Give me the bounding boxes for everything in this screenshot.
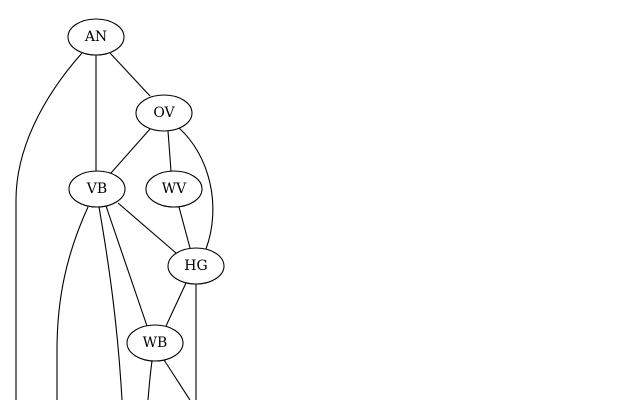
- edge-ov-vb: [110, 128, 151, 174]
- nodes-layer: AN OV VB WV HG WB: [67, 18, 225, 362]
- node-ov: OV: [135, 94, 193, 132]
- edge-vb-offscreen-a: [56, 206, 89, 400]
- edge-wv-hg: [178, 206, 191, 249]
- node-label: AN: [84, 29, 107, 45]
- node-shape: [135, 94, 193, 132]
- node-an: AN: [67, 18, 125, 56]
- node-label: WB: [143, 335, 168, 351]
- edge-an-ov: [109, 52, 151, 97]
- node-shape: [145, 170, 203, 208]
- edge-vb-wb: [105, 205, 148, 327]
- edge-vb-offscreen-b: [98, 206, 123, 400]
- edge-ov-hg: [178, 127, 214, 250]
- node-shape: [167, 247, 225, 285]
- edge-an-offscreen-left: [15, 52, 83, 400]
- node-wb: WB: [126, 324, 184, 362]
- node-label: OV: [153, 105, 175, 121]
- node-label: HG: [184, 258, 207, 274]
- node-label: VB: [86, 181, 107, 197]
- edge-wb-offscreen-d: [147, 360, 153, 400]
- node-shape: [68, 170, 126, 208]
- node-wv: WV: [145, 170, 203, 208]
- edge-hg-wb: [165, 282, 187, 327]
- node-label: WV: [162, 181, 187, 197]
- edges-layer: [15, 52, 214, 400]
- node-shape: [126, 324, 184, 362]
- node-hg: HG: [167, 247, 225, 285]
- edge-ov-wv: [167, 130, 172, 172]
- node-vb: VB: [68, 170, 126, 208]
- edge-wb-offscreen-e: [163, 359, 191, 400]
- node-shape: [67, 18, 125, 56]
- edge-vb-hg: [117, 202, 177, 254]
